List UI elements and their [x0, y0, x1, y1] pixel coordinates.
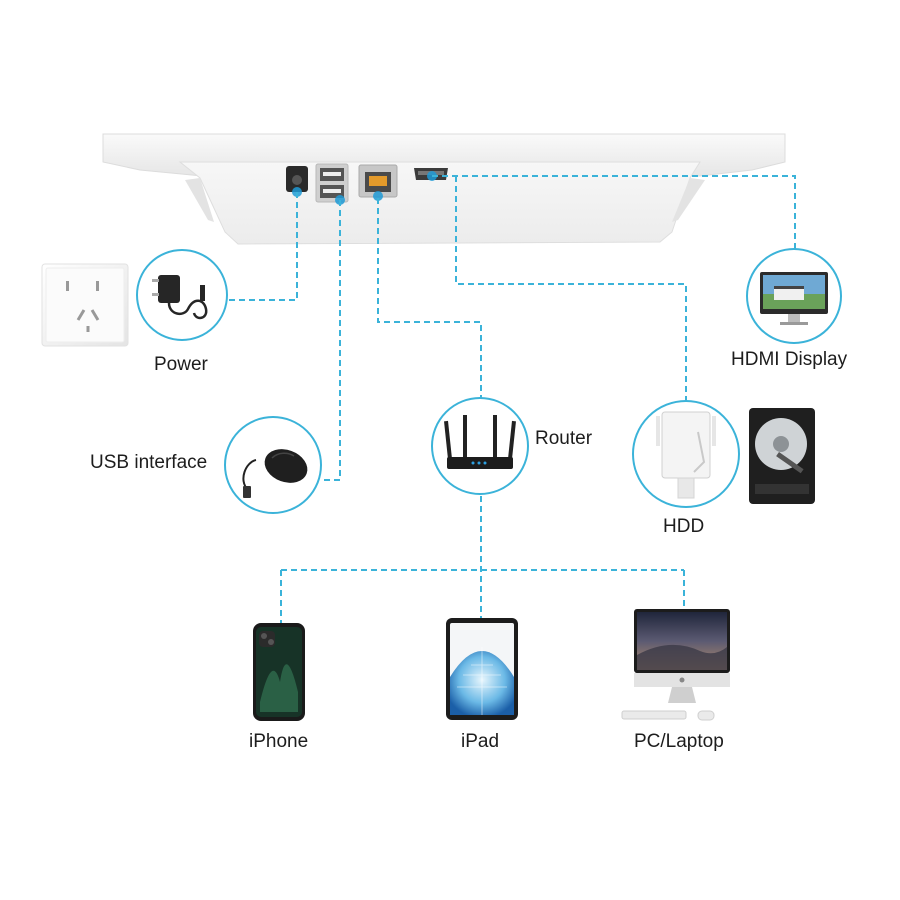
connection-wires [227, 175, 796, 625]
router-badge [431, 397, 529, 495]
usb-mouse-badge [224, 416, 322, 514]
lan-port [358, 164, 398, 198]
iphone-label: iPhone [249, 731, 309, 752]
pc-icon [621, 609, 730, 721]
hard-drive-icon [749, 408, 815, 504]
router-label: Router [535, 428, 593, 449]
power-adapter-icon [152, 275, 208, 320]
wire-power [227, 192, 298, 301]
mouse-icon [242, 449, 308, 498]
nvr-device [102, 133, 786, 245]
ipad-label: iPad [461, 731, 500, 752]
power-adapter-badge [136, 249, 228, 341]
wall-socket [41, 263, 129, 347]
monitor-icon [760, 272, 828, 325]
pc-laptop-label: PC/Laptop [634, 731, 724, 752]
wire-hdmi [432, 175, 796, 250]
hdmi-display-label: HDMI Display [731, 349, 848, 370]
wire-usb [322, 200, 341, 481]
hdd-label: HDD [663, 516, 705, 537]
wire-router [377, 198, 482, 400]
ipad-icon [446, 618, 518, 720]
hdmi-display-badge [746, 248, 842, 344]
power-label: Power [154, 354, 208, 375]
usb-interface-label: USB interface [90, 452, 208, 473]
wire-hdd [455, 176, 687, 400]
nvr-case-icon [656, 411, 716, 499]
usb-ports [315, 163, 349, 203]
router-icon [444, 415, 516, 469]
iphone-icon [253, 623, 305, 721]
hdd-camera-badge [632, 400, 740, 508]
